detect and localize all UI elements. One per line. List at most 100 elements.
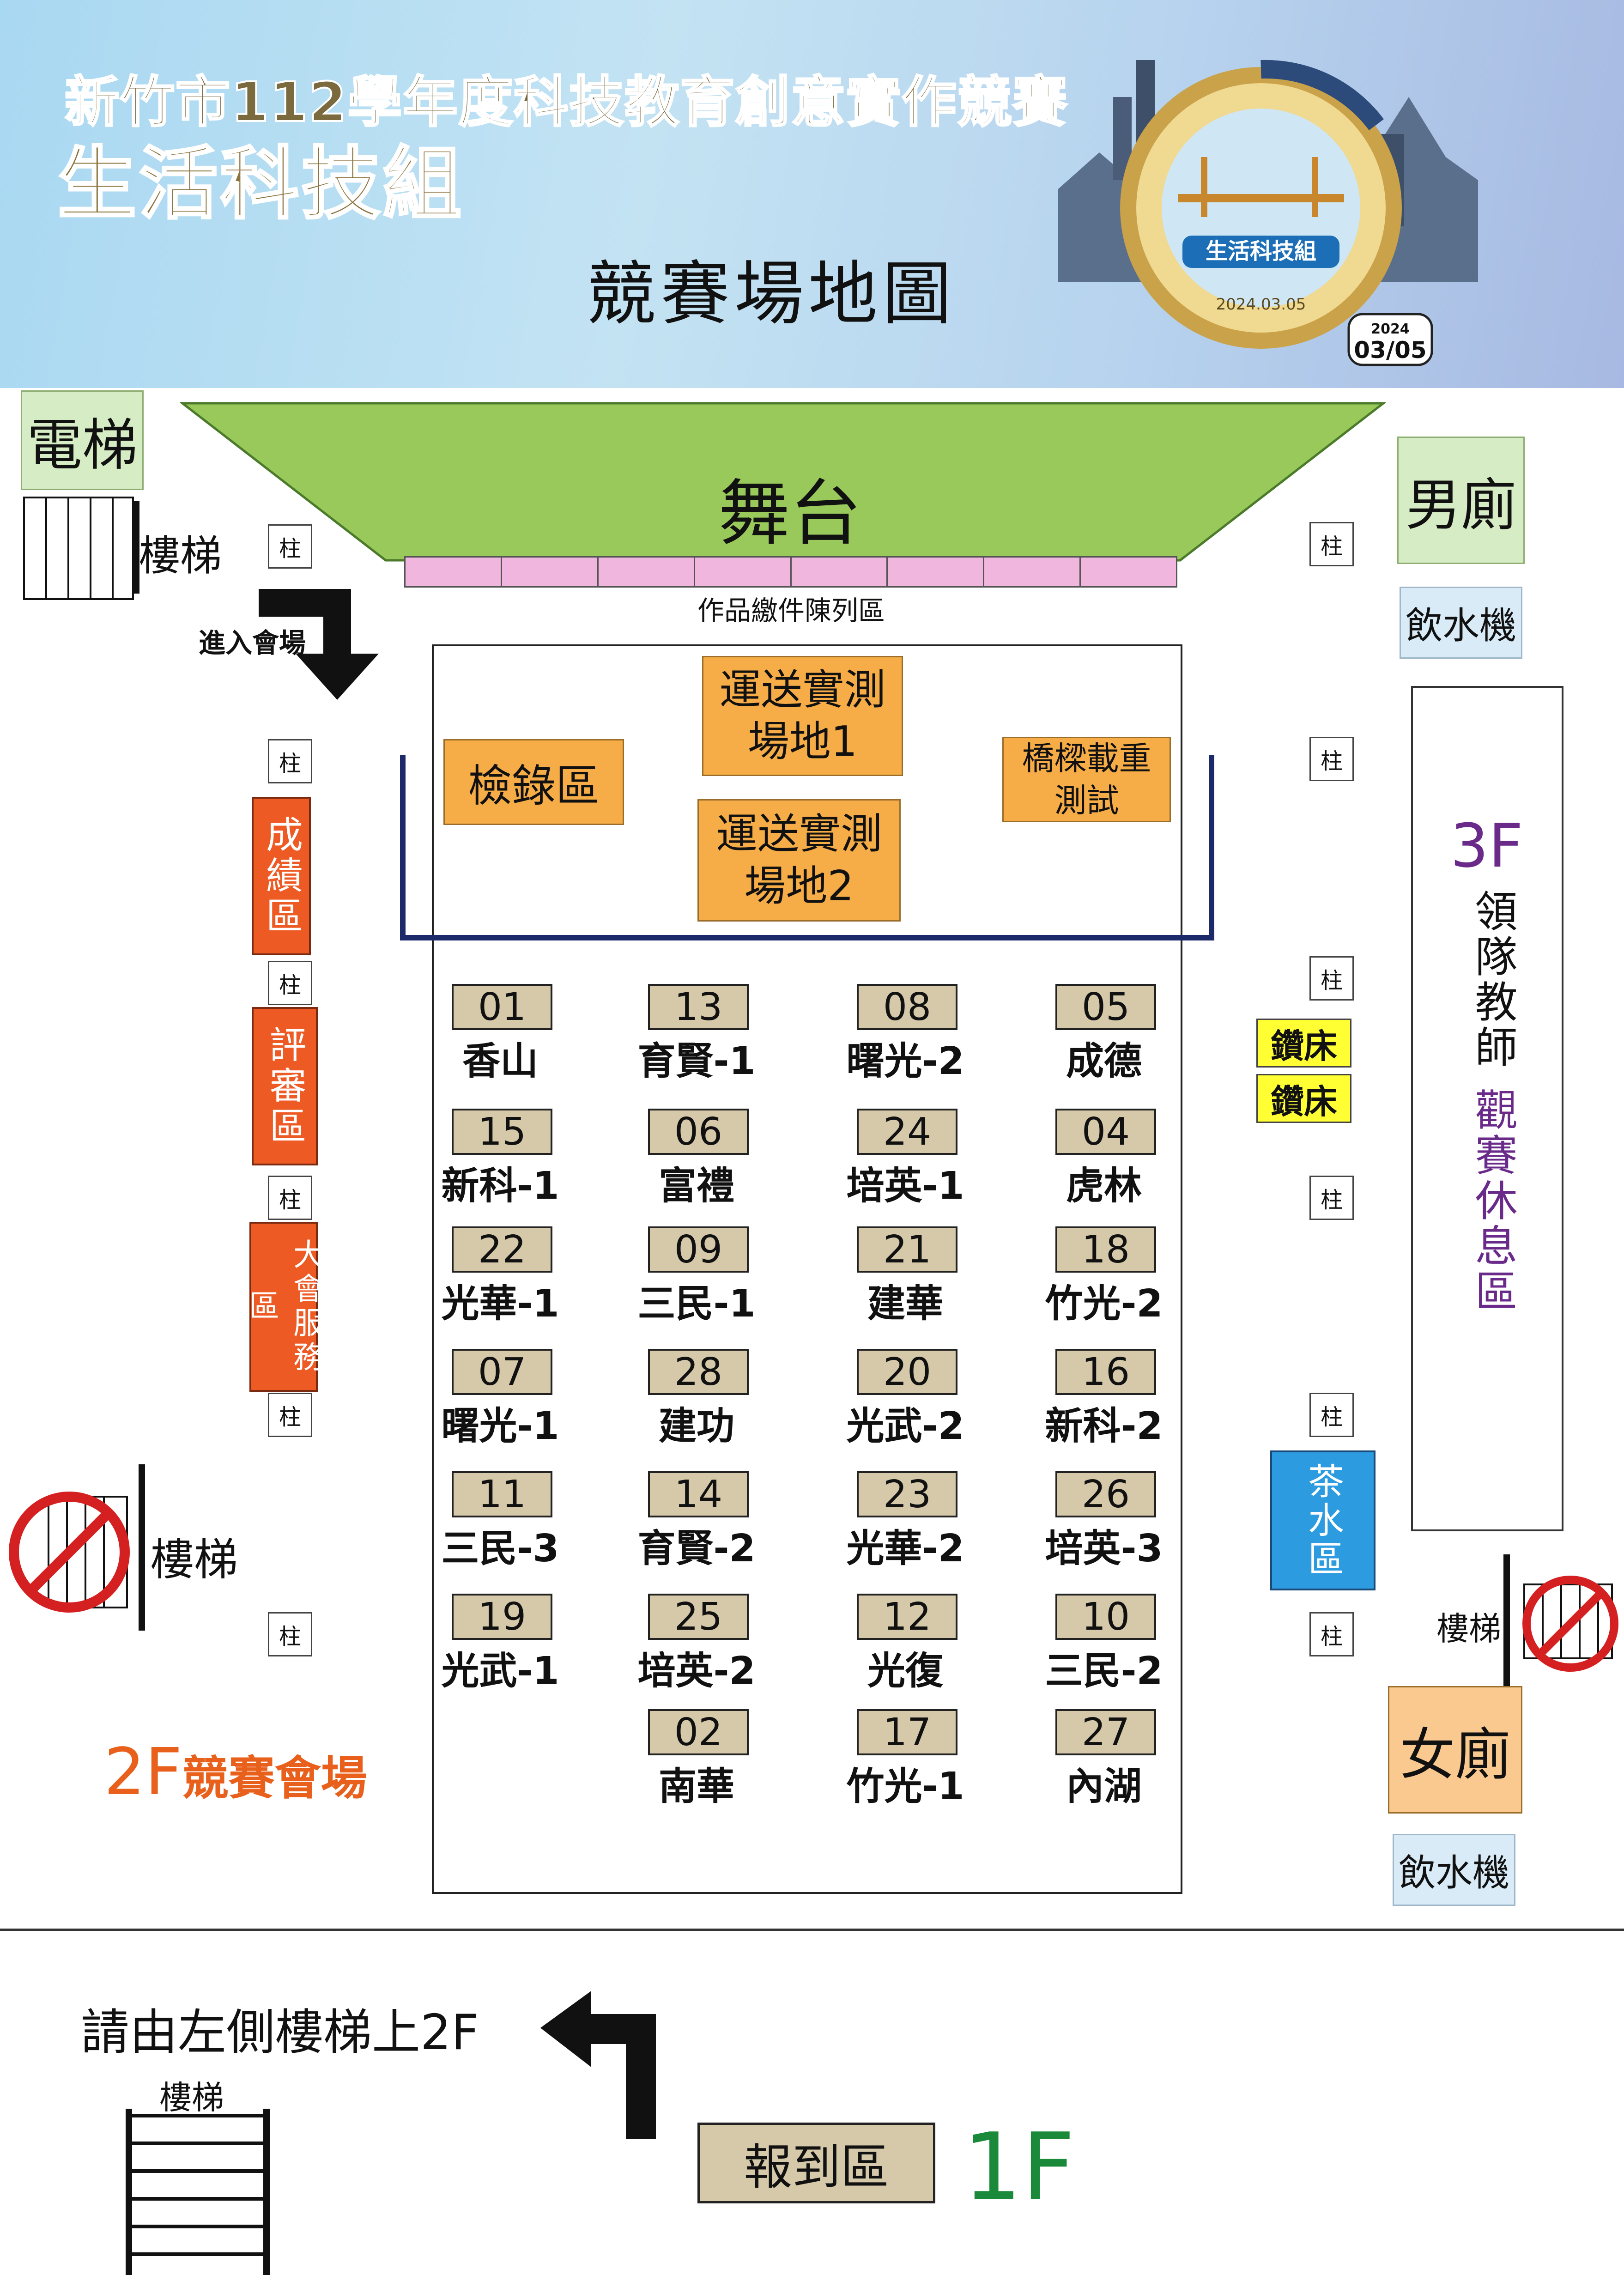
team-name: 富禮: [658, 1164, 734, 1208]
team-number: 19: [452, 1594, 552, 1640]
team-name: 內湖: [1066, 1765, 1142, 1808]
team-name: 新科-2: [1045, 1404, 1163, 1448]
pillar: 柱: [1309, 1176, 1354, 1220]
team-number: 11: [452, 1471, 552, 1517]
floor-divider: [0, 1929, 1624, 1931]
team-name: 三民-1: [637, 1282, 756, 1326]
service-area: 大會服務區: [244, 1222, 324, 1392]
team-name: 三民-2: [1045, 1649, 1163, 1693]
elevator: 電梯: [21, 390, 144, 490]
pillar: 柱: [268, 739, 312, 783]
team-name: 培英-3: [1045, 1527, 1163, 1571]
stairs-top-icon: [23, 497, 134, 600]
team-name: 培英-1: [846, 1164, 964, 1208]
stage-label: 舞台: [718, 472, 861, 555]
team-number: 18: [1055, 1226, 1156, 1273]
team-name: 竹光-2: [1045, 1282, 1163, 1326]
pillar: 柱: [1309, 956, 1354, 1001]
go-upstairs-instruction: 請由左側樓梯上2F: [81, 2004, 479, 2061]
team-name: 光武-2: [846, 1404, 964, 1448]
badge-year-text: 2024: [1371, 321, 1410, 337]
stairs-bottom-label: 樓梯: [159, 2079, 224, 2117]
team-number: 07: [452, 1349, 552, 1395]
team-name: 建華: [867, 1282, 943, 1326]
team-number: 09: [648, 1226, 749, 1273]
team-number: 05: [1055, 984, 1156, 1030]
header-title: 新竹市112學年度科技教育創意實作競賽: [64, 69, 1068, 135]
water-dispenser-top: 飲水機: [1400, 587, 1522, 659]
womens-restroom: 女廁: [1388, 1686, 1522, 1814]
pillar: 柱: [268, 524, 312, 569]
team-number: 16: [1055, 1349, 1156, 1395]
testing-zone-bracket: [400, 755, 1214, 940]
team-number: 20: [857, 1349, 957, 1395]
team-number: 14: [648, 1471, 749, 1517]
pillar: 柱: [268, 1393, 312, 1437]
teacher-label: 領隊教師: [1468, 889, 1517, 1070]
team-number: 26: [1055, 1471, 1156, 1517]
event-badge-logo: 生活科技組 2024.03.05 2024 03/05: [1058, 60, 1478, 366]
no-entry-stairs-right-icon: [1503, 1554, 1618, 1688]
team-name: 南華: [658, 1765, 734, 1808]
exhibit-strip: [404, 556, 1177, 588]
team-name: 香山: [462, 1039, 538, 1083]
team-name: 光復: [867, 1649, 943, 1693]
checkin-area: 檢錄區: [443, 739, 624, 825]
team-name: 新科-1: [441, 1164, 559, 1208]
mens-restroom: 男廁: [1397, 437, 1525, 564]
drill-press-1: 鑽床: [1256, 1019, 1351, 1068]
team-number: 08: [857, 984, 957, 1030]
badge-day-text: 03/05: [1354, 337, 1426, 364]
team-number: 12: [857, 1594, 957, 1640]
pillar: 柱: [268, 961, 312, 1005]
team-name: 竹光-1: [846, 1765, 964, 1808]
floor2-label: 2F競賽會場: [104, 1735, 367, 1810]
team-number: 13: [648, 984, 749, 1030]
stairs-mid-label: 樓梯: [150, 1535, 238, 1585]
team-number: 28: [648, 1349, 749, 1395]
team-number: 22: [452, 1226, 552, 1273]
drill-press-2: 鑽床: [1256, 1074, 1351, 1123]
team-number: 01: [452, 984, 552, 1030]
stairs-top-label: 樓梯: [139, 532, 222, 580]
team-name: 三民-3: [441, 1527, 559, 1571]
transport-test-area-2: 運送實測場地2: [697, 799, 901, 922]
pillar: 柱: [1309, 1612, 1354, 1656]
team-number: 10: [1055, 1594, 1156, 1640]
team-number: 04: [1055, 1109, 1156, 1155]
water-dispenser-bottom: 飲水機: [1393, 1834, 1515, 1906]
pillar: 柱: [268, 1176, 312, 1220]
team-name: 虎林: [1066, 1164, 1142, 1208]
team-name: 建功: [658, 1404, 734, 1448]
team-name: 光華-1: [441, 1282, 559, 1326]
judges-area: 評審區: [252, 1007, 318, 1165]
exhibit-area-label: 作品繳件陳列區: [697, 595, 885, 626]
team-name: 光武-1: [441, 1649, 559, 1693]
team-name: 培英-2: [637, 1649, 756, 1693]
stage: [180, 402, 1386, 562]
stairs-bottom-icon: [126, 2109, 270, 2275]
pillar: 柱: [1309, 522, 1354, 566]
map-title: 競賽場地圖: [587, 254, 957, 334]
stairs-top-rail: [133, 501, 139, 594]
team-name: 光華-2: [846, 1527, 964, 1571]
stairs-right-label: 樓梯: [1436, 1610, 1501, 1648]
enter-arrow-icon: [259, 589, 379, 700]
bridge-load-test-area: 橋樑載重測試: [1002, 737, 1171, 822]
floor1-label: 1F: [963, 2113, 1075, 2221]
no-entry-stairs-icon: [9, 1464, 145, 1631]
team-number: 02: [648, 1709, 749, 1755]
team-name: 曙光-2: [846, 1039, 964, 1083]
team-name: 曙光-1: [441, 1404, 559, 1448]
badge-group-text: 生活科技組: [1206, 238, 1316, 264]
team-name: 成德: [1066, 1039, 1142, 1083]
rest-area-label: 觀賽休息區: [1468, 1088, 1517, 1314]
team-number: 15: [452, 1109, 552, 1155]
transport-test-area-1: 運送實測場地1: [702, 656, 903, 776]
floor3-label: 3F: [1450, 811, 1523, 881]
registration-area: 報到區: [697, 2123, 935, 2203]
enter-venue-label: 進入會場: [199, 627, 306, 659]
pillar: 柱: [1309, 1393, 1354, 1437]
header-subtitle: 生活科技組: [56, 138, 465, 231]
team-number: 17: [857, 1709, 957, 1755]
